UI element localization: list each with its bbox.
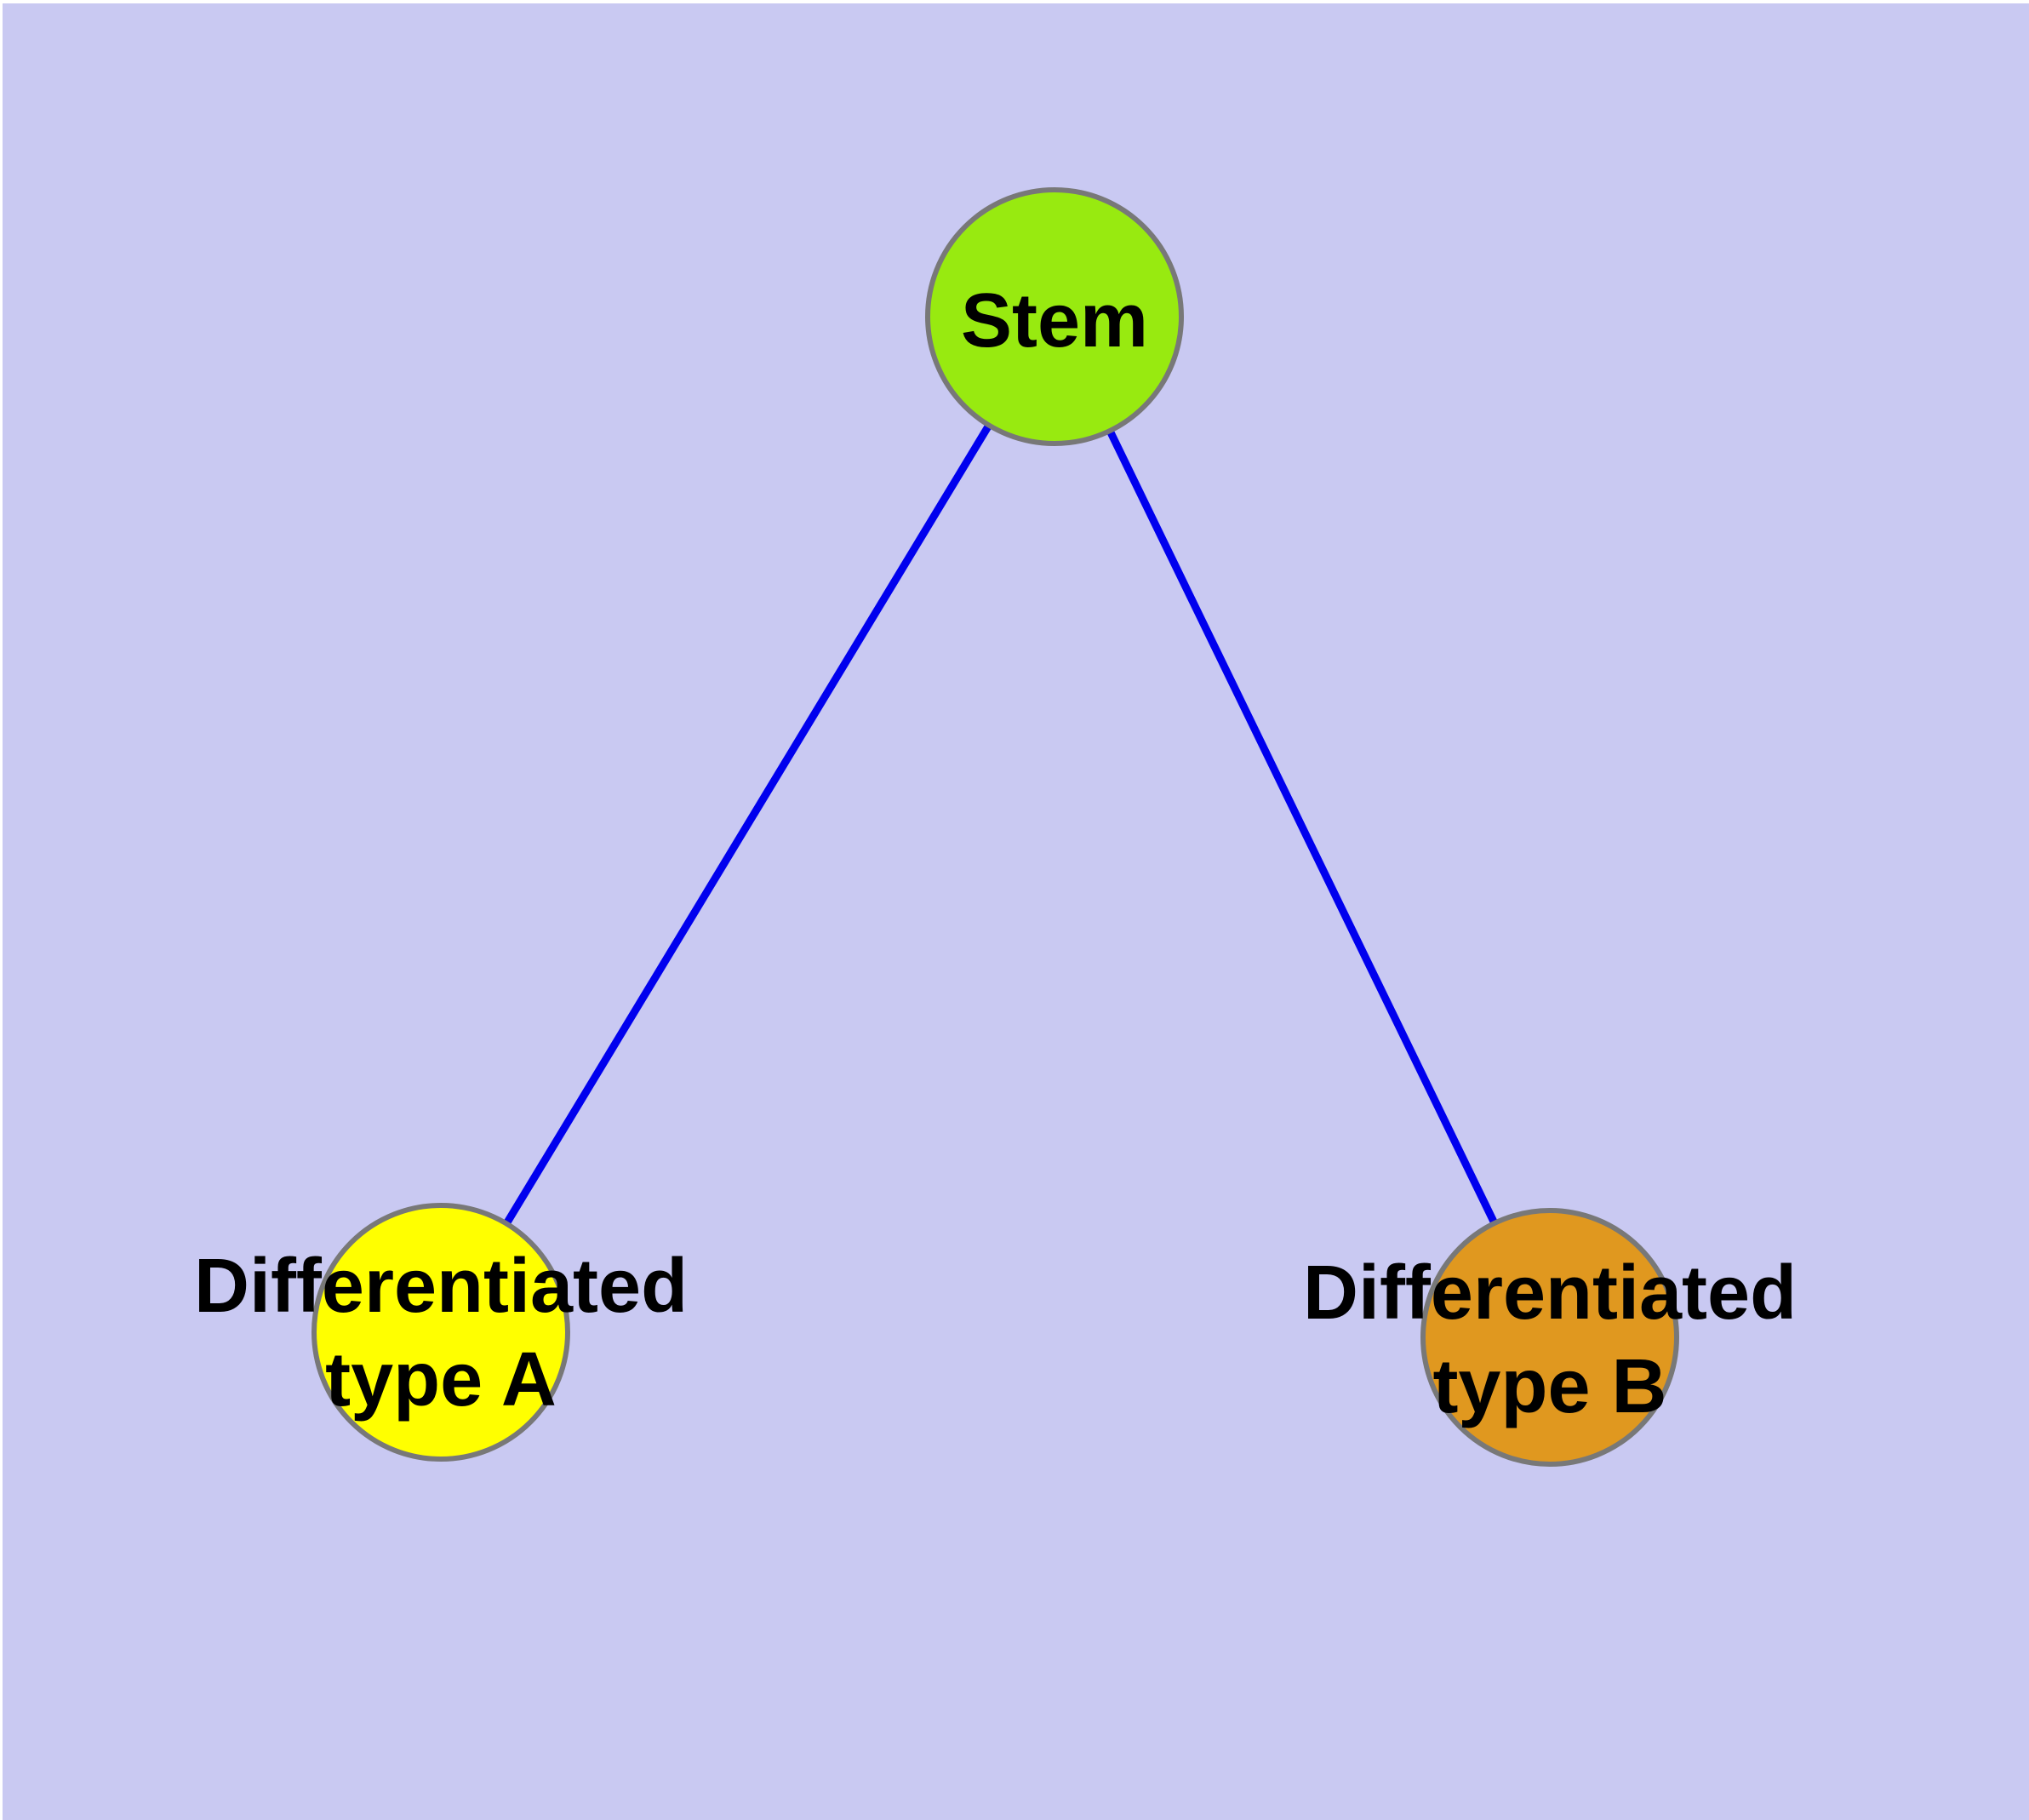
node-stem-circle [925,187,1184,446]
node-differentiated-type-a-circle [311,1203,570,1462]
node-differentiated-type-b-label: Differentiated type B [1303,1246,1797,1434]
node-stem-label: Stem [961,274,1148,368]
node-differentiated-type-a-label-line1: Differentiated [193,1244,689,1329]
node-differentiated-type-b-label-line2: type B [1432,1344,1667,1429]
edge-stem-to-type-a [437,314,1058,1335]
node-differentiated-type-a-label: Differentiated type A [194,1239,688,1427]
node-stem-label-line1: Stem [960,278,1149,363]
edge-stem-to-type-b [1050,315,1554,1339]
node-differentiated-type-b-label-line1: Differentiated [1302,1251,1798,1336]
node-differentiated-type-b-circle [1420,1208,1679,1467]
node-differentiated-type-a-label-line2: type A [325,1337,557,1422]
